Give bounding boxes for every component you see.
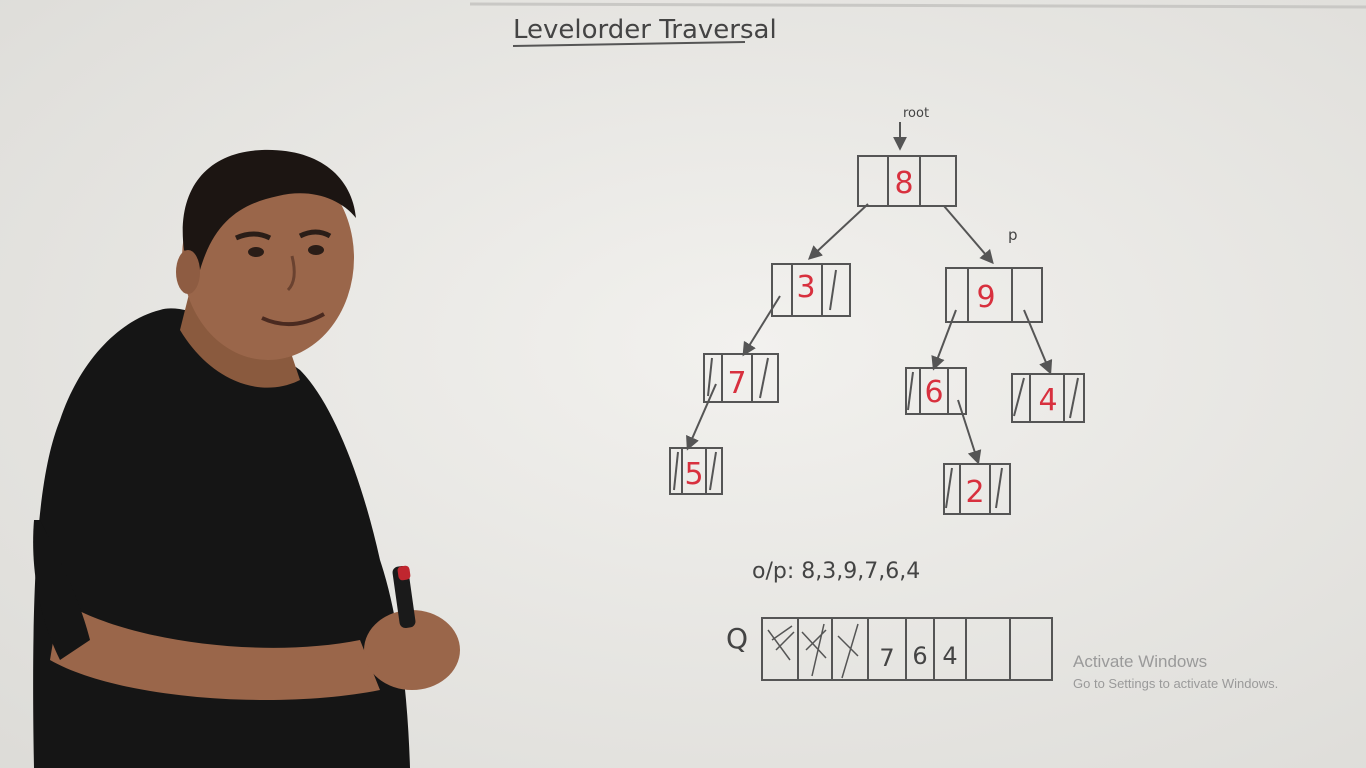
board-title: Levelorder Traversal	[513, 15, 777, 45]
queue-cell-value: 4	[942, 642, 957, 670]
queue-cell-value: 6	[912, 642, 927, 670]
tree-node-7: 7	[703, 353, 779, 403]
activate-windows-title: Activate Windows	[1073, 652, 1208, 671]
output-sequence: o/p: 8,3,9,7,6,4	[752, 559, 920, 584]
queue-label: Q	[726, 622, 748, 655]
queue-cell-value: 7	[879, 644, 894, 672]
tree-node-9: 9	[945, 267, 1043, 323]
node-value: 2	[965, 475, 984, 510]
activate-windows-watermark: Activate Windows Go to Settings to activ…	[1073, 652, 1278, 691]
node-value: 4	[1038, 383, 1057, 418]
tree-edges	[686, 203, 1053, 465]
node-value: 7	[727, 366, 746, 401]
node-value: 3	[796, 270, 815, 305]
presenter	[33, 149, 460, 768]
activate-windows-subtitle: Go to Settings to activate Windows.	[1073, 676, 1279, 691]
node-value: 6	[924, 375, 943, 410]
node-value: 5	[684, 457, 703, 492]
queue-array: 7 6 4	[761, 617, 1053, 681]
tree-node-8: 8	[857, 155, 957, 207]
node-value: 8	[894, 166, 913, 201]
tree-node-2: 2	[943, 463, 1011, 515]
tree-node-3: 3	[771, 263, 851, 317]
root-label: root	[903, 106, 929, 121]
node-value: 9	[976, 280, 995, 315]
p-label: p	[1008, 226, 1018, 244]
